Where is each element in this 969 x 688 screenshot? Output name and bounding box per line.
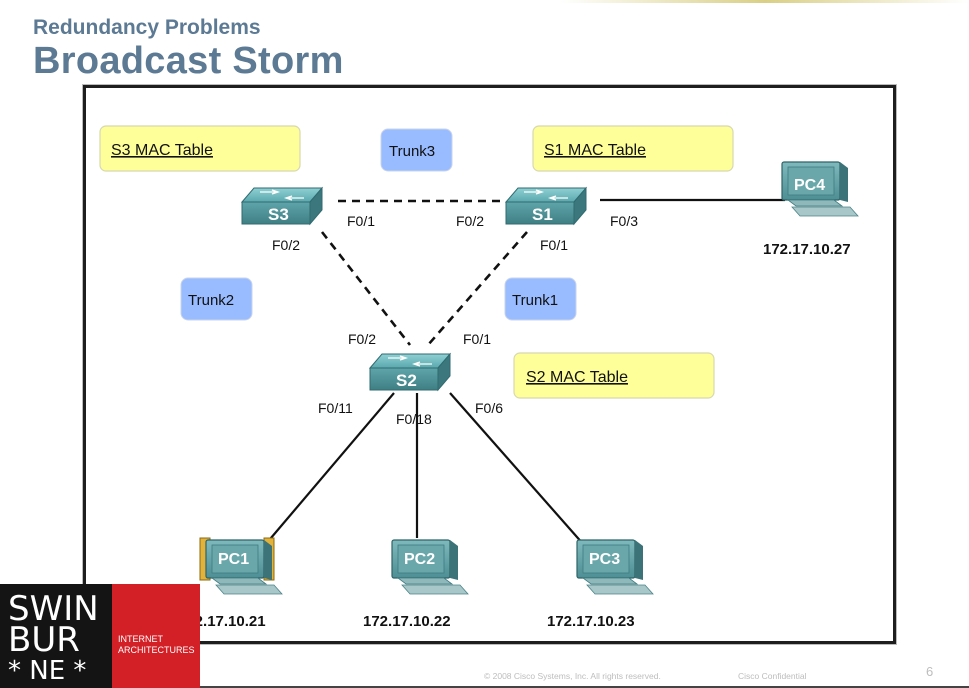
pc1-label: PC1: [218, 551, 249, 568]
swinburne-logo: SWIN BUR * NE * INTERNET ARCHITECTURES: [0, 584, 200, 688]
port-label: F0/18: [396, 411, 432, 427]
footer-confidential: Cisco Confidential: [738, 671, 807, 681]
page-number: 6: [926, 664, 934, 679]
logo-line-2: BUR: [8, 620, 80, 660]
trunk1-tag: Trunk1: [504, 277, 577, 321]
pc2: PC2: [391, 539, 469, 595]
port-label: F0/1: [463, 331, 491, 347]
logo-line-3: * NE *: [8, 656, 87, 686]
port-label: F0/1: [540, 237, 568, 253]
switch-s2: S2: [369, 353, 451, 391]
pc2-label: PC2: [404, 551, 435, 568]
logo-sub-line-2: ARCHITECTURES: [118, 645, 195, 655]
pc4-label: PC4: [794, 177, 825, 194]
pc4-ip: 172.17.10.27: [763, 241, 851, 258]
port-label: F0/11: [318, 400, 353, 416]
logo-line-1: SWIN: [8, 589, 99, 629]
switch-s1-label: S1: [532, 205, 553, 224]
trunk3-tag: Trunk3: [380, 128, 453, 172]
s3-mac-table-label: S3 MAC Table: [111, 142, 213, 159]
pc3: PC3: [576, 539, 654, 595]
pc3-ip: 172.17.10.23: [547, 613, 635, 630]
pc4: PC4: [781, 161, 859, 217]
switch-s3: S3: [241, 187, 323, 225]
trunk1-label: Trunk1: [512, 292, 558, 309]
trunk1-link: [427, 231, 528, 346]
pc2-ip: 172.17.10.22: [363, 613, 451, 630]
trunk3-label: Trunk3: [389, 143, 435, 160]
port-label: F0/1: [347, 213, 375, 229]
slide-subtitle: Redundancy Problems: [33, 16, 261, 39]
pc1: PC1: [199, 537, 283, 595]
trunk2-tag: Trunk2: [180, 277, 253, 321]
network-diagram: S3 MAC Table S1 MAC Table S2 MAC Table T…: [99, 125, 859, 630]
switch-s3-label: S3: [268, 205, 289, 224]
trunk2-label: Trunk2: [188, 292, 234, 309]
logo-sub-line-1: INTERNET: [118, 634, 163, 644]
trunk2-link: [320, 231, 412, 346]
s1-mac-table-label: S1 MAC Table: [544, 142, 646, 159]
header-accent-line: [560, 0, 969, 3]
s3-mac-table: S3 MAC Table: [99, 125, 301, 172]
s2-pc1-link: [264, 392, 395, 546]
s2-mac-table: S2 MAC Table: [513, 352, 715, 399]
switch-s1: S1: [505, 187, 587, 225]
s2-pc3-link: [449, 392, 585, 546]
port-label: F0/2: [348, 331, 376, 347]
port-label: F0/2: [456, 213, 484, 229]
logo-wordmark: SWIN BUR * NE *: [0, 584, 112, 688]
footer-rule: [200, 686, 969, 688]
s2-mac-table-label: S2 MAC Table: [526, 369, 628, 386]
s1-mac-table: S1 MAC Table: [532, 125, 734, 172]
switch-s2-label: S2: [396, 371, 417, 390]
logo-subtitle: INTERNET ARCHITECTURES: [118, 634, 195, 656]
port-label: F0/2: [272, 237, 300, 253]
slide-title: Broadcast Storm: [33, 40, 344, 82]
port-label: F0/6: [475, 400, 503, 416]
footer-copyright: © 2008 Cisco Systems, Inc. All rights re…: [484, 671, 661, 681]
port-label: F0/3: [610, 213, 638, 229]
pc3-label: PC3: [589, 551, 620, 568]
